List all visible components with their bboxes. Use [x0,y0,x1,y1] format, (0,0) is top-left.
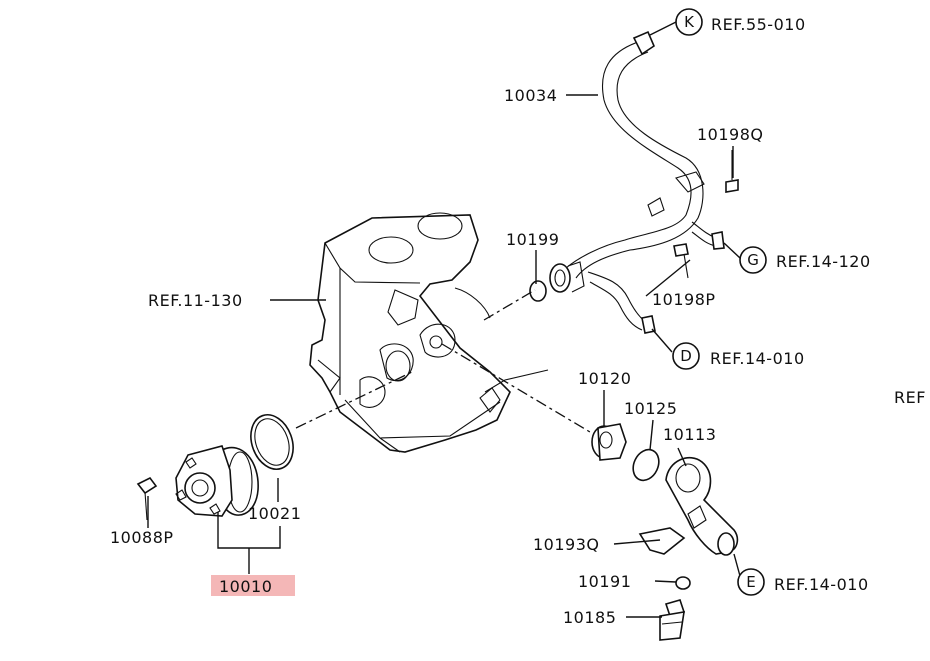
bolt-10198Q [725,150,739,193]
clamp-10199 [529,280,547,302]
callout-G-letter: G [747,251,759,269]
callout-K[interactable]: K REF.55-010 [675,8,806,36]
label-10034: 10034 [504,86,557,105]
bolt-10088P [136,476,158,521]
label-ref-11-130: REF.11-130 [148,291,243,310]
bolt-10198P [673,243,689,279]
housing-10113 [665,456,739,556]
callout-D-ref: REF.14-010 [710,349,805,368]
label-10193Q: 10193Q [533,535,600,554]
callout-E[interactable]: E REF.14-010 [737,568,869,596]
callout-D-letter: D [680,347,692,365]
callout-E-letter: E [746,573,755,591]
label-10125: 10125 [624,399,677,418]
label-10185: 10185 [563,608,616,627]
gasket-10191 [675,576,691,590]
gasket-10125 [632,448,660,482]
callout-E-ref: REF.14-010 [774,575,869,594]
label-10113: 10113 [663,425,716,444]
callout-G[interactable]: G REF.14-120 [739,246,871,274]
callout-D[interactable]: D REF.14-010 [672,342,805,370]
callout-K-letter: K [684,13,695,31]
label-10088P: 10088P [110,528,174,547]
label-10120: 10120 [578,369,631,388]
label-10198P: 10198P [652,290,716,309]
label-ref-partial: REF [894,388,926,407]
water-pipe-10034 [549,30,725,334]
label-10198Q: 10198Q [697,125,764,144]
label-10021: 10021 [248,504,301,523]
water-pump-10010 [175,445,259,517]
label-10191: 10191 [578,572,631,591]
highlight-10010 [211,575,295,596]
callout-G-ref: REF.14-120 [776,252,871,271]
sensor-10185 [659,599,686,641]
thermostat-10120 [591,423,627,461]
label-10199: 10199 [506,230,559,249]
callout-K-ref: REF.55-010 [711,15,806,34]
label-10010[interactable]: 10010 [219,577,272,596]
engine-block [309,212,549,453]
clip-10193Q [638,527,686,555]
